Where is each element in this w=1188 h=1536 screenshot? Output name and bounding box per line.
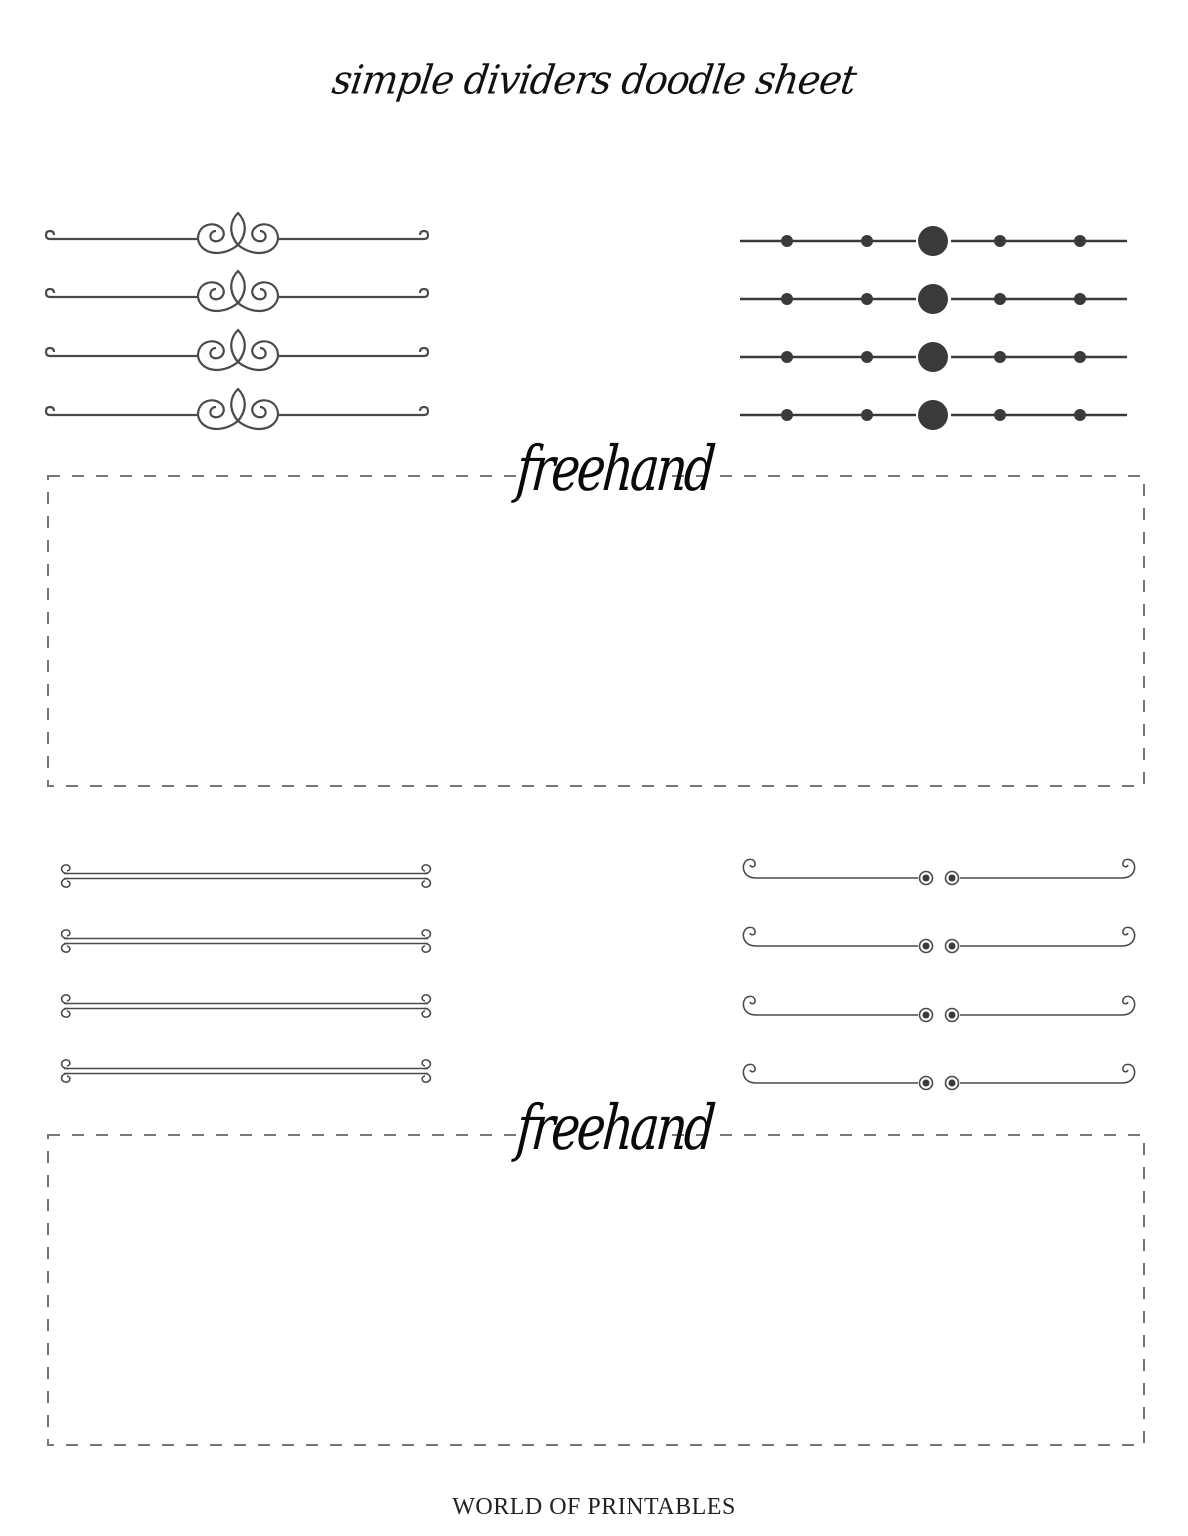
curl-divider	[742, 995, 1136, 1023]
scroll-divider	[44, 211, 430, 255]
scroll-divider	[44, 387, 430, 431]
double-line-divider	[60, 864, 432, 888]
double-line-divider	[60, 929, 432, 953]
scroll-dividers-group	[44, 211, 430, 431]
dot-divider	[738, 282, 1129, 316]
scroll-divider	[44, 328, 430, 372]
practice-box-1[interactable]	[50, 478, 1142, 784]
curl-dividers-group	[742, 858, 1136, 1091]
practice-box-1-border	[47, 475, 1145, 787]
curl-divider	[742, 926, 1136, 954]
dot-divider	[738, 398, 1129, 432]
double-line-dividers-group	[60, 864, 432, 1083]
practice-box-2[interactable]	[50, 1137, 1142, 1443]
curl-divider	[742, 858, 1136, 886]
footer-brand: WORLD OF PRINTABLES	[452, 1494, 736, 1520]
double-line-divider	[60, 1059, 432, 1083]
dot-divider	[738, 224, 1129, 258]
curl-divider	[742, 1063, 1136, 1091]
practice-box-2-border	[47, 1134, 1145, 1446]
dot-dividers-group	[738, 224, 1129, 432]
double-line-divider	[60, 994, 432, 1018]
dot-divider	[738, 340, 1129, 374]
scroll-divider	[44, 269, 430, 313]
